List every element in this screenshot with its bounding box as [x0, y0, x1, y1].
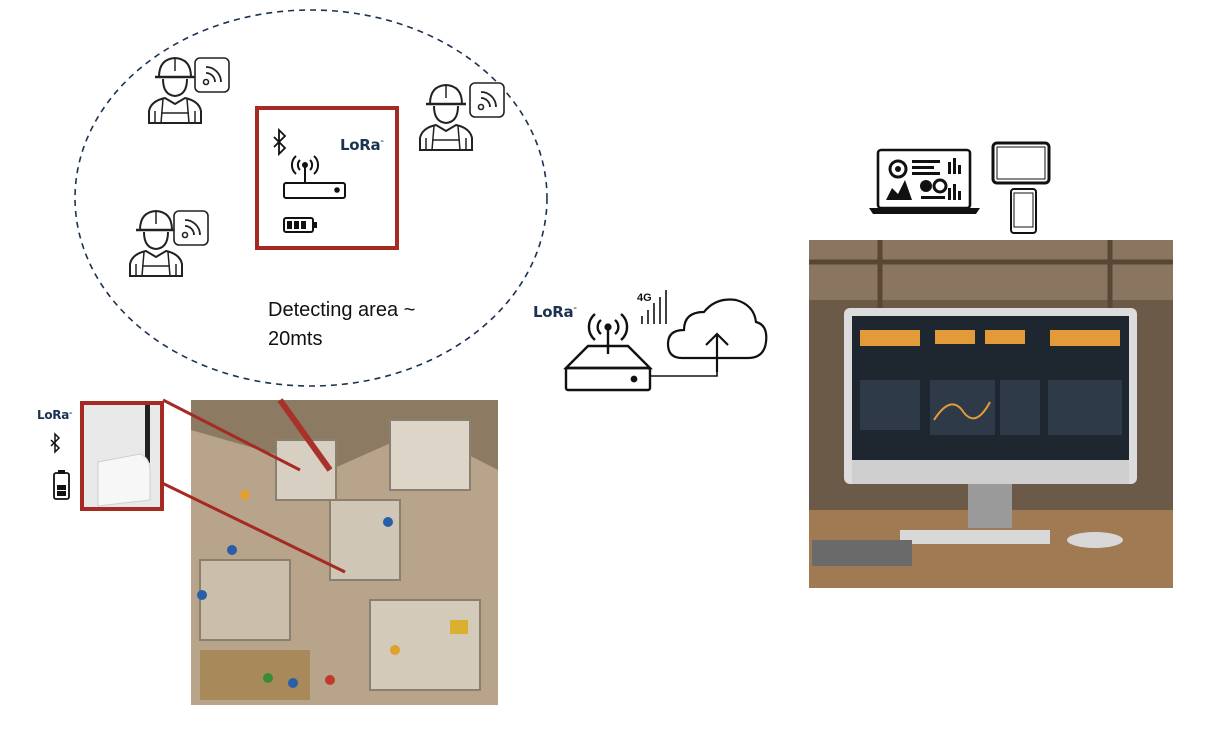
lora-logo: LoRa– [37, 408, 73, 422]
construction-site-photo [191, 398, 498, 705]
gateway-box [255, 106, 399, 250]
battery-icon [283, 217, 317, 233]
cloud-upload-icon [666, 298, 768, 372]
worker-icon [147, 56, 203, 125]
bluetooth-icon [50, 432, 61, 454]
monitor-desk-photo [809, 240, 1173, 588]
signal-bars-icon [641, 290, 667, 324]
sensor-highlight-box [80, 401, 164, 511]
wifi-tag-icon [194, 57, 230, 93]
phone-icon [1010, 188, 1037, 234]
router-icon [563, 313, 653, 392]
sensor-device-photo [82, 403, 162, 509]
detecting-area-label: Detecting area ~ 20mts [268, 296, 415, 354]
detecting-area-boundary [74, 9, 548, 387]
lora-logo: LoRa– [340, 136, 384, 154]
detecting-area-line2: 20mts [268, 328, 323, 350]
network-label: 4G [637, 292, 652, 304]
router-icon [283, 155, 346, 199]
worker-icon [418, 83, 474, 152]
wifi-tag-icon [469, 82, 505, 118]
tablet-icon [991, 141, 1051, 185]
wifi-tag-icon [173, 210, 209, 246]
battery-icon [53, 470, 70, 500]
bluetooth-icon [273, 127, 287, 157]
laptop-icon [869, 148, 980, 214]
detecting-area-line1: Detecting area ~ [268, 299, 416, 321]
lora-logo: LoRa– [533, 303, 577, 321]
